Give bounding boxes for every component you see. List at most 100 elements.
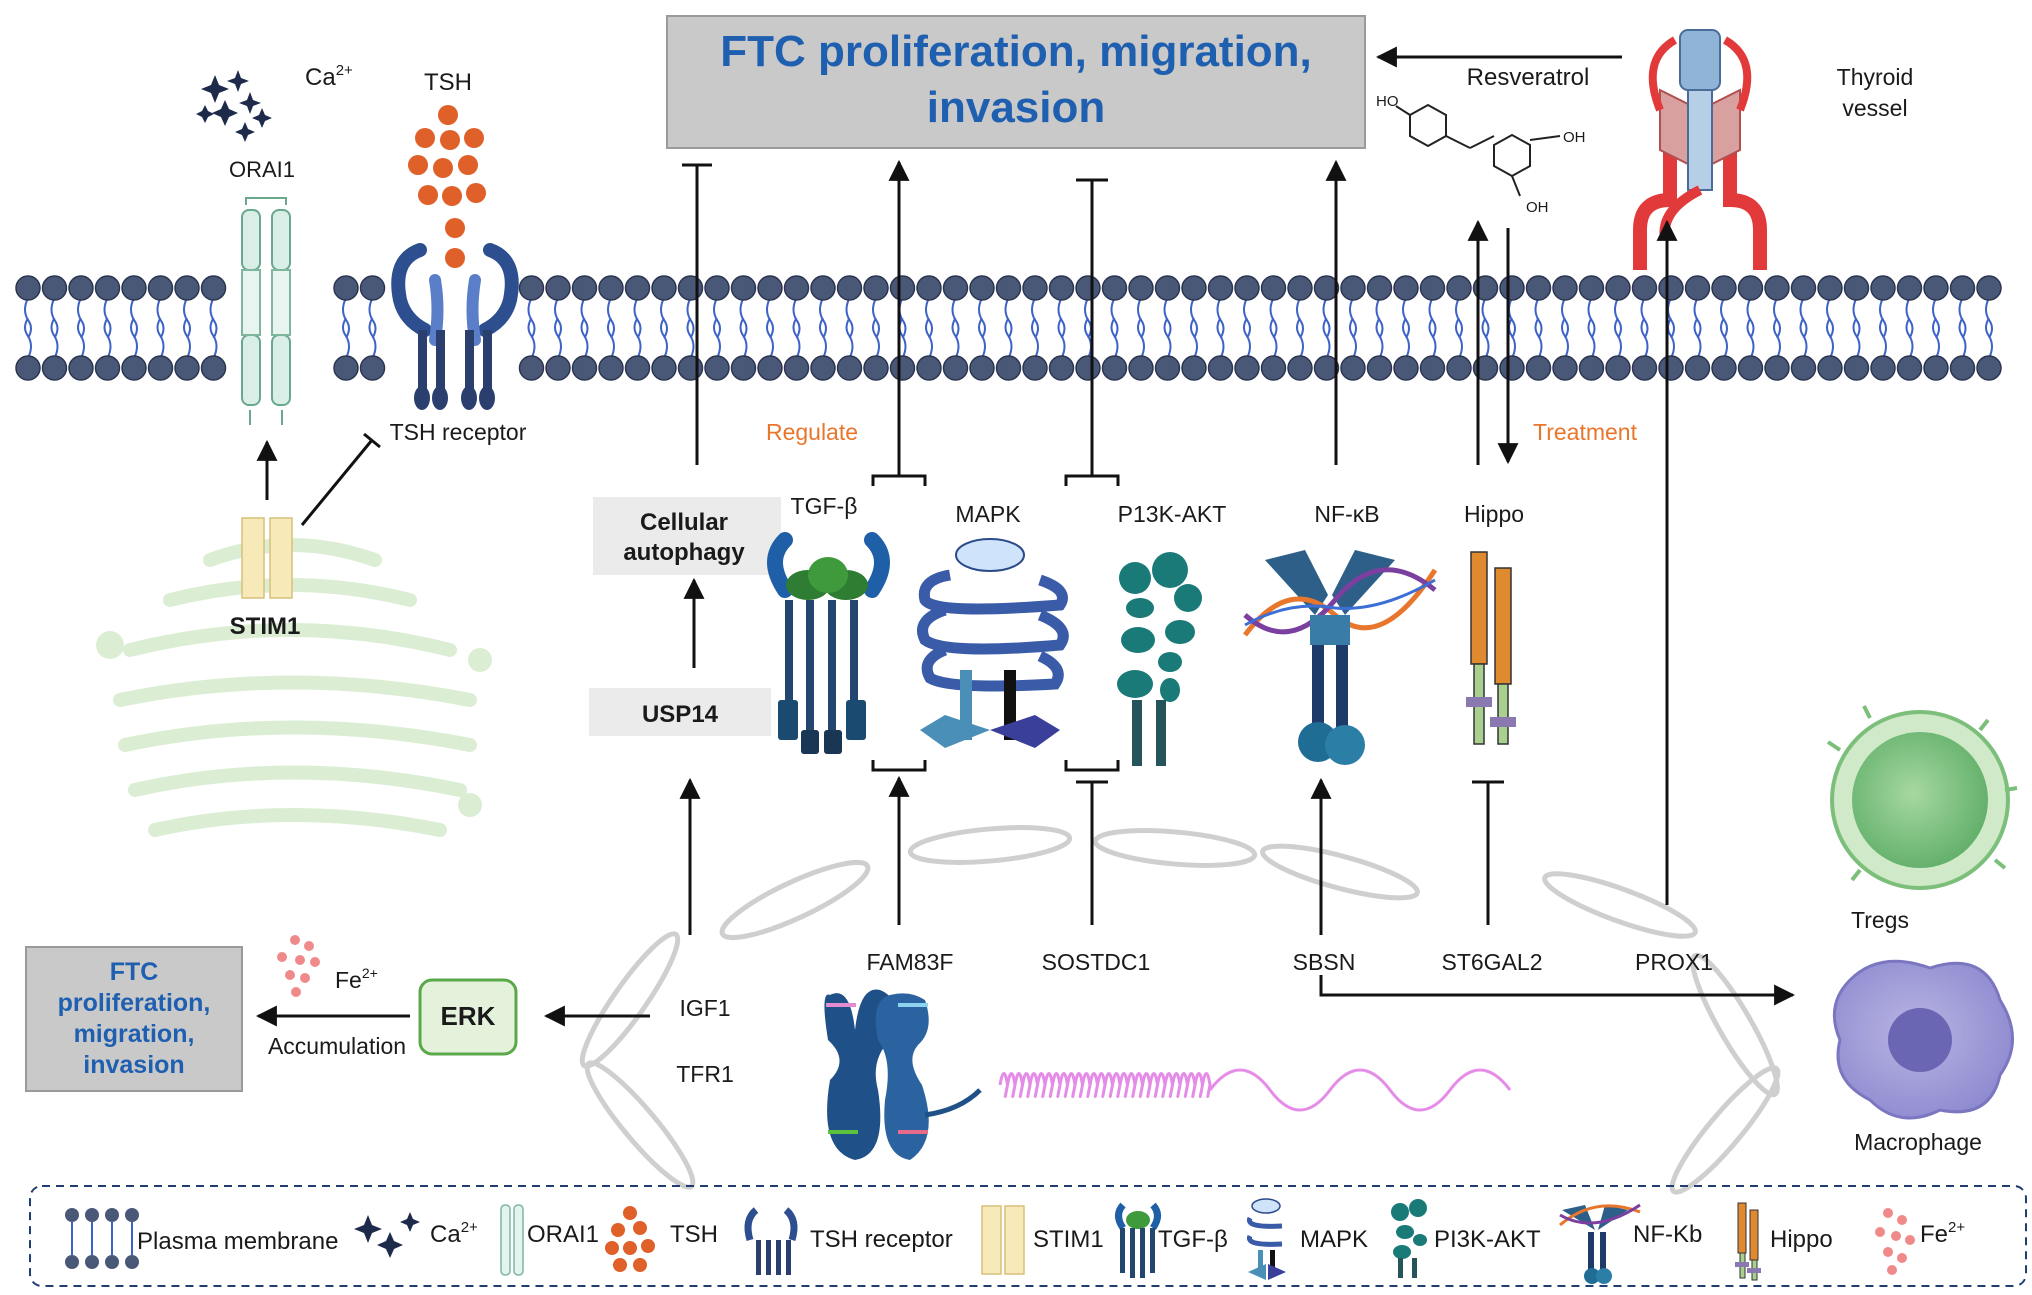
lipid-head [651, 355, 677, 381]
svg-text:migration,: migration, [74, 1020, 195, 1048]
lipid-head [1234, 355, 1260, 381]
lipid-head [1976, 355, 2002, 381]
tsh-label: TSH [424, 69, 472, 96]
lipid-head [1101, 355, 1128, 381]
lipid-head [15, 275, 41, 301]
lipid-tail [1057, 297, 1066, 359]
lipid-tail [1216, 297, 1225, 359]
svg-text:proliferation,: proliferation, [58, 989, 211, 1017]
legend-label-tsh-receptor: TSH receptor [810, 1226, 953, 1253]
lipid-head [121, 355, 147, 381]
lipid-tail [1163, 297, 1172, 359]
lipid-head [1949, 275, 1976, 301]
tfr1-label: TFR1 [676, 1061, 734, 1087]
lipid-tail [633, 297, 642, 359]
lipid-tail [1031, 297, 1039, 359]
macrophage-label: Macrophage [1854, 1129, 1982, 1155]
svg-text:ERK: ERK [441, 1001, 496, 1031]
igf1-label: IGF1 [679, 995, 730, 1021]
thyroid-vessel-label-2: vessel [1842, 95, 1907, 121]
lipid-head [1711, 275, 1737, 301]
lipid-head [1181, 275, 1207, 301]
lipid-tail [951, 297, 960, 359]
lipid-tail [1905, 297, 1914, 359]
lipid-head [1154, 355, 1181, 381]
lipid-head [651, 275, 677, 301]
lipid-tail [1958, 297, 1967, 359]
lipid-head [1419, 355, 1446, 381]
lipid-head [1287, 275, 1313, 301]
lipid-head [942, 355, 969, 381]
legend-label-plasma-membrane: Plasma membrane [137, 1228, 338, 1255]
lipid-head [571, 355, 598, 381]
lipid-head [1048, 355, 1075, 381]
lipid-head [1048, 275, 1075, 301]
lipid-head [1817, 275, 1843, 301]
lipid-head [1737, 275, 1764, 301]
lipid-tail [580, 297, 589, 359]
resveratrol-label: Resveratrol [1467, 64, 1590, 91]
lipid-tail [766, 297, 774, 359]
lipid-head [942, 275, 969, 301]
lipid-head [1711, 355, 1737, 381]
legend-hippo-icon [1735, 1202, 1761, 1281]
fam83f-label: FAM83F [867, 949, 954, 975]
lipid-head [1870, 275, 1896, 301]
lipid-head [995, 275, 1022, 301]
chromosome-icon [824, 989, 982, 1160]
lipid-head [1128, 275, 1154, 301]
lipid-tail [1614, 297, 1622, 359]
calcium-label: Ca2+ [305, 62, 353, 91]
lipid-head [41, 355, 68, 381]
lipid-head [359, 355, 386, 381]
lipid-head [1340, 275, 1366, 301]
lipid-head [1234, 275, 1260, 301]
lipid-head [1366, 275, 1393, 301]
lipid-head [571, 275, 598, 301]
lipid-head [1260, 355, 1287, 381]
lipid-head [94, 275, 121, 301]
erk-node: ERK [418, 978, 518, 1056]
lipid-tail [1269, 297, 1278, 359]
regulate-label: Regulate [766, 419, 858, 445]
calcium-ions-icon [196, 70, 272, 142]
resveratrol-oh-1: OH [1563, 129, 1586, 146]
legend-plasma-membrane-icon [65, 1208, 139, 1269]
lipid-head [757, 275, 783, 301]
nf-kb-label: NF-κB [1314, 501, 1379, 527]
hippo-icon [1466, 551, 1516, 745]
lipid-tail [1985, 297, 1993, 359]
legend-iron-icon [1875, 1208, 1915, 1275]
lipid-head [624, 275, 651, 301]
legend-label-calcium: Ca2+ [430, 1219, 478, 1248]
legend-pi3k-akt-icon [1391, 1199, 1427, 1278]
lipid-head [1737, 355, 1764, 381]
lipid-head [147, 275, 174, 301]
macrophage-cell-icon [1832, 959, 2014, 1120]
lipid-tail [183, 297, 191, 359]
lipid-tail [1349, 297, 1357, 359]
lipid-head [1843, 355, 1870, 381]
lipid-head [1552, 275, 1578, 301]
legend-label-iron: Fe2+ [1920, 1219, 1965, 1248]
accumulation-label: Accumulation [268, 1033, 406, 1059]
thyroid-vessel-icon [1633, 29, 1767, 270]
lipid-head [1896, 275, 1923, 301]
lipid-head [545, 275, 571, 301]
lipid-head [333, 275, 359, 301]
lipid-head [1154, 275, 1181, 301]
lipid-tail [77, 297, 85, 359]
lipid-head [1181, 355, 1207, 381]
lipid-head [1684, 275, 1711, 301]
legend-tsh-receptor-icon [744, 1207, 798, 1275]
lipid-head [1022, 275, 1048, 301]
lipid-tail [1534, 297, 1543, 359]
tregs-cell-icon [1826, 705, 2018, 890]
iron-label: Fe2+ [335, 965, 378, 993]
lipid-head [121, 275, 147, 301]
lipid-head [1976, 275, 2002, 301]
lipid-head [1366, 355, 1393, 381]
lipid-head [68, 275, 94, 301]
lipid-tail [527, 297, 536, 359]
svg-text:autophagy: autophagy [623, 539, 745, 566]
